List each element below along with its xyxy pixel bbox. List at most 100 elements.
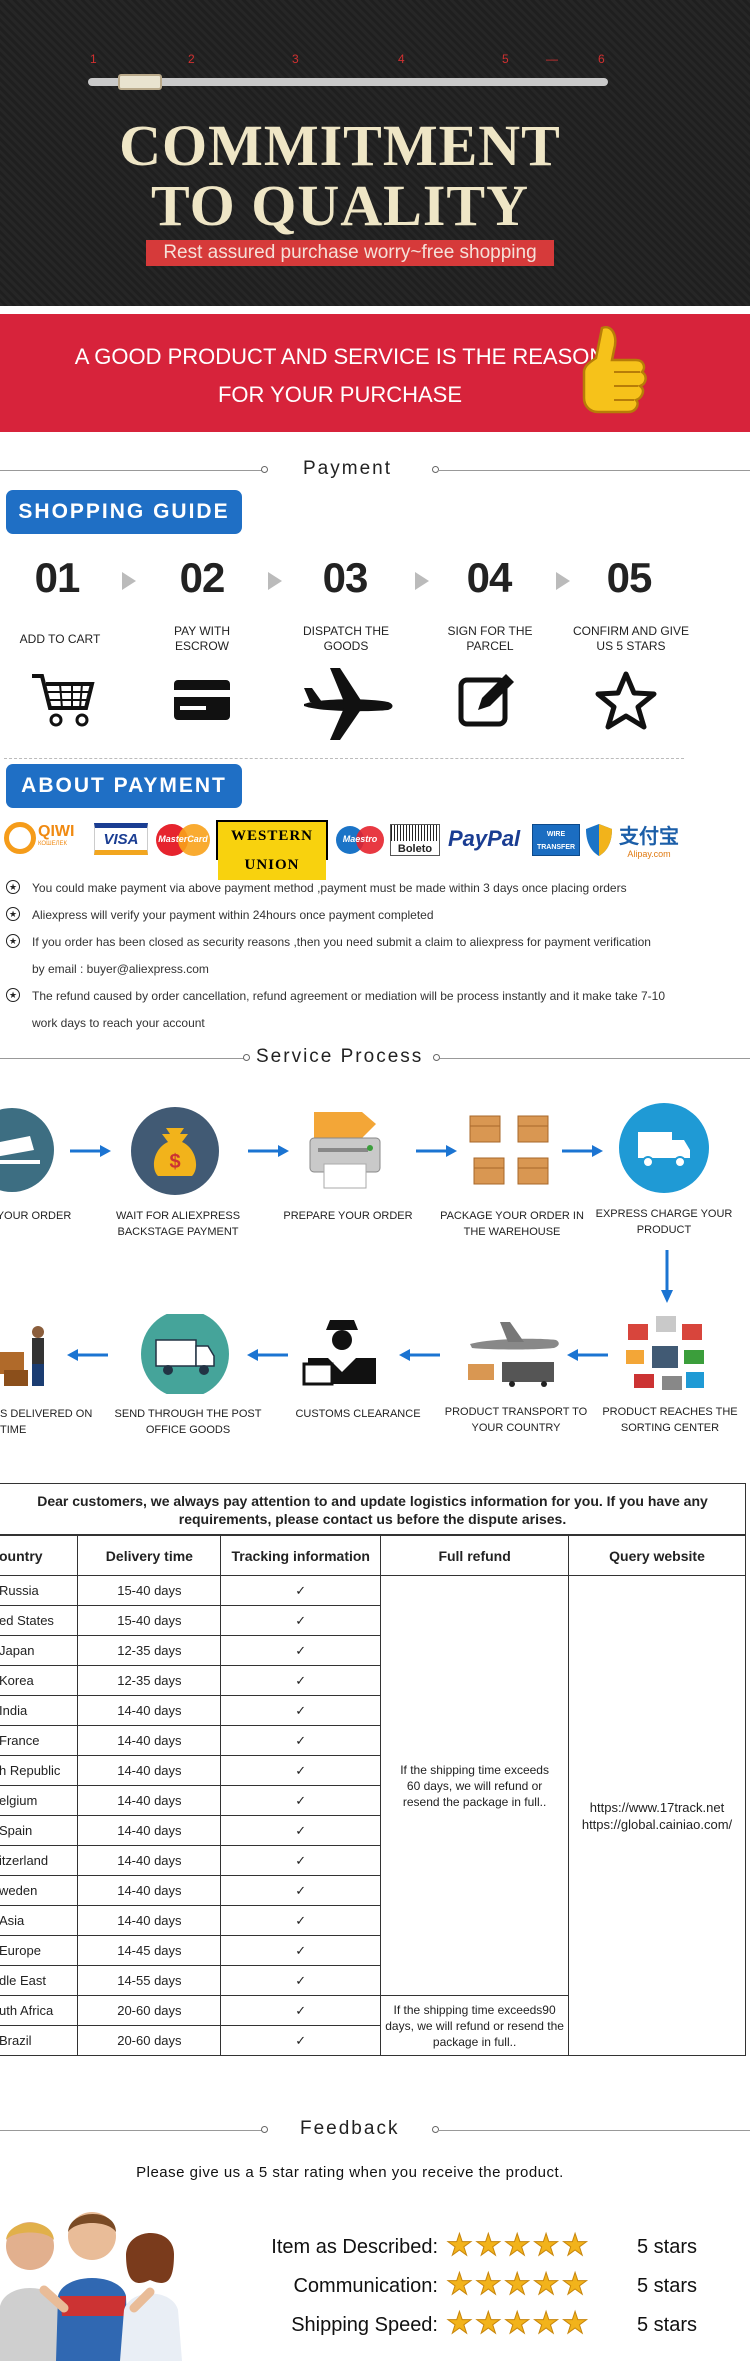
process-label: WAIT FOR ALIEXPRESS BACKSTAGE PAYMENT xyxy=(115,1210,241,1238)
bullet-star-icon: ★ xyxy=(6,988,20,1002)
process-arrow-icon xyxy=(567,1349,608,1361)
process-arrow-down-icon xyxy=(661,1250,673,1303)
step-label: SIGN FOR THE PARCEL xyxy=(447,624,533,653)
mastercard-logo: MasterCard xyxy=(154,822,212,858)
process-label: PRODUCT TRANSPORT TO YOUR COUNTRY xyxy=(444,1406,588,1434)
query-website-link[interactable]: https://www.17track.net xyxy=(589,1799,725,1815)
delivery-time-cell: 15-40 days xyxy=(77,1605,222,1636)
shopping-guide-label: SHOPPING GUIDE xyxy=(6,490,242,534)
tracking-check-icon: ✓ xyxy=(220,1815,382,1846)
rating-stars-icon: ★★★★★ xyxy=(445,2307,591,2341)
country-cell: Brazil xyxy=(0,2025,79,2056)
airplane-icon xyxy=(304,668,393,740)
delivery-time-cell: 20-60 days xyxy=(77,2025,222,2056)
packages-icon xyxy=(469,1115,549,1185)
delivery-time-cell: 14-40 days xyxy=(77,1785,222,1816)
delivery-time-cell: 14-40 days xyxy=(77,1845,222,1876)
section-dot xyxy=(243,1054,250,1061)
step-label: CONFIRM AND GIVE US 5 STARS xyxy=(572,624,689,653)
svg-text:$: $ xyxy=(169,1151,180,1173)
credit-card-icon xyxy=(174,680,230,720)
boleto-logo: Boleto xyxy=(390,824,440,856)
col-header-country: ountry xyxy=(0,1535,79,1576)
process-arrow-icon xyxy=(562,1145,603,1157)
payment-section-title: Payment xyxy=(303,458,392,479)
logistics-notice: Dear customers, we always pay attention … xyxy=(0,1483,746,1535)
col-header-refund: Full refund xyxy=(380,1535,570,1576)
country-cell: Spain xyxy=(0,1815,79,1846)
section-divider xyxy=(0,470,262,471)
step-arrow-icon xyxy=(122,572,136,590)
alipay-logo: 支付宝 Alipay.com xyxy=(619,826,679,859)
country-cell: uth Africa xyxy=(0,1995,79,2026)
rating-value: 5 stars xyxy=(637,2314,698,2336)
delivery-time-cell: 14-55 days xyxy=(77,1965,222,1996)
delivery-time-cell: 14-40 days xyxy=(77,1695,222,1726)
delivery-time-cell: 12-35 days xyxy=(77,1665,222,1696)
country-cell: Japan xyxy=(0,1635,79,1666)
paypal-logo: PayPal xyxy=(448,826,521,851)
country-cell: elgium xyxy=(0,1785,79,1816)
col-header-tracking: Tracking information xyxy=(220,1535,382,1576)
tracking-check-icon: ✓ xyxy=(220,1635,382,1666)
section-dot xyxy=(432,2126,439,2133)
section-dot xyxy=(261,2126,268,2133)
tracking-check-icon: ✓ xyxy=(220,2025,382,2056)
delivery-time-cell: 20-60 days xyxy=(77,1995,222,2026)
hero-subtitle: Rest assured purchase worry~free shoppin… xyxy=(146,240,554,266)
query-website-link[interactable]: https://global.cainiao.com/ xyxy=(581,1816,733,1832)
section-dot xyxy=(432,466,439,473)
ruler-graphic xyxy=(88,78,608,86)
tracking-check-icon: ✓ xyxy=(220,1995,382,2026)
payment-item: Aliexpress will verify your payment with… xyxy=(32,908,434,922)
delivery-time-cell: 14-45 days xyxy=(77,1935,222,1966)
section-divider xyxy=(438,470,750,471)
about-payment-label: ABOUT PAYMENT xyxy=(6,764,242,808)
western-union-logo: WESTERN UNION FAST. RELIABLE. WORLDWIDE … xyxy=(216,820,328,886)
process-label: S DELIVERED ON TIME xyxy=(0,1408,93,1436)
bullet-star-icon: ★ xyxy=(6,934,20,948)
maestro-logo: Maestro xyxy=(334,824,386,856)
payment-item: work days to reach your account xyxy=(32,1016,205,1030)
country-cell: ed States xyxy=(0,1605,79,1636)
qiwi-logo: QIWI КОШЕЛЕК xyxy=(4,818,88,858)
ruler-number: 1 xyxy=(90,52,97,66)
tracking-check-icon: ✓ xyxy=(220,1785,382,1816)
process-label: PRODUCT REACHES THE SORTING CENTER xyxy=(602,1406,738,1434)
country-cell: Europe xyxy=(0,1935,79,1966)
hero-title-line2: TO QUALITY xyxy=(151,173,529,238)
customs-officer-icon xyxy=(302,1320,376,1386)
tracking-check-icon: ✓ xyxy=(220,1725,382,1756)
country-cell: Russia xyxy=(0,1575,79,1606)
step-label: DISPATCH THE GOODS xyxy=(302,624,389,653)
ruler-knob xyxy=(118,74,162,90)
payment-item: If you order has been closed as security… xyxy=(32,935,651,949)
step-label: ADD TO CART xyxy=(19,632,101,646)
step-arrow-icon xyxy=(268,572,282,590)
process-label: YOUR ORDER xyxy=(0,1210,72,1222)
star-icon xyxy=(595,671,657,730)
process-label: SEND THROUGH THE POST OFFICE GOODS xyxy=(114,1408,262,1436)
section-divider xyxy=(440,1058,750,1059)
ruler-number: — xyxy=(546,52,558,66)
rating-stars-icon: ★★★★★ xyxy=(445,2268,591,2302)
delivery-time-cell: 14-40 days xyxy=(77,1725,222,1756)
step-number: 01 xyxy=(34,554,81,601)
country-cell: itzerland xyxy=(0,1845,79,1876)
bullet-star-icon: ★ xyxy=(6,880,20,894)
hero-title-line1: COMMITMENT xyxy=(119,113,561,178)
section-dot xyxy=(261,466,268,473)
post-truck-icon xyxy=(141,1314,229,1394)
rating-value: 5 stars xyxy=(637,2236,698,2258)
process-label: PACKAGE YOUR ORDER IN THE WAREHOUSE xyxy=(440,1210,584,1238)
refund-60-cell: If the shipping time exceeds 60 days, we… xyxy=(380,1575,570,1996)
country-cell: Asia xyxy=(0,1905,79,1936)
delivery-time-cell: 14-40 days xyxy=(77,1905,222,1936)
ruler-number: 4 xyxy=(398,52,405,66)
wire-transfer-logo: WIRE TRANSFER xyxy=(532,824,580,856)
